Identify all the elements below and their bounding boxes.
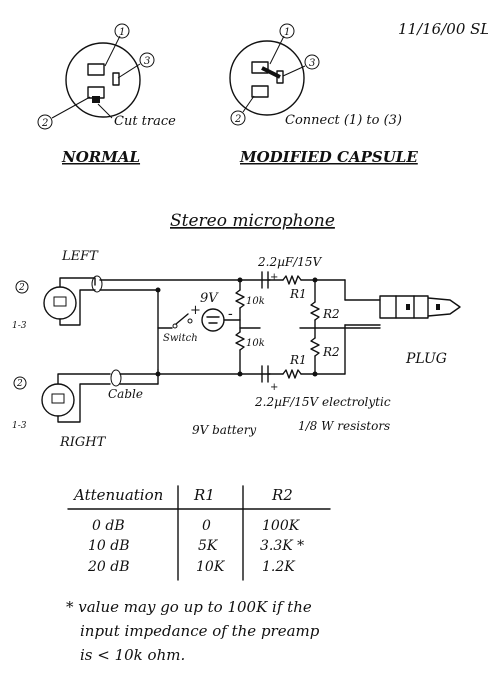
modified-pin1-label: 1	[284, 27, 290, 38]
normal-pin3-label: 3	[144, 56, 150, 67]
cable-label: Cable	[108, 387, 143, 401]
modified-capsule-pad-2	[251, 85, 269, 98]
table-cell-r2-c2: 1.2K	[262, 559, 296, 575]
footnote-line-3: is < 10k ohm.	[80, 646, 185, 664]
right-cable-end	[110, 369, 122, 387]
modified-pin2-label: 2	[234, 114, 241, 125]
cap-bottom-label: 2.2µF/15V electrolytic	[254, 395, 391, 409]
table-cell-r0-c2: 100K	[262, 518, 301, 534]
plug-label: PLUG	[405, 351, 447, 367]
resistor-10k-bottom	[235, 331, 245, 351]
normal-pin1-label: 1	[119, 27, 125, 38]
resistor-note: 1/8 W resistors	[298, 419, 390, 433]
normal-pin1-marker	[114, 23, 130, 39]
resistor-r2-bottom	[310, 337, 320, 357]
cap-top-plus: +	[270, 272, 278, 283]
right-pin2-marker	[13, 376, 27, 390]
battery-minus-label: -	[228, 306, 233, 322]
right-pin13-label: 1-3	[12, 421, 27, 431]
r2-bottom-label: R2	[322, 345, 340, 359]
normal-cut-trace-note: Cut trace	[114, 114, 176, 129]
table-cell-r0-c0: 0 dB	[92, 518, 125, 534]
r1-top-label: R1	[289, 287, 307, 301]
modified-caption: MODIFIED CAPSULE	[239, 148, 418, 166]
left-channel-label: LEFT	[61, 249, 99, 264]
footnote-line-2: input impedance of the preamp	[80, 622, 320, 640]
modified-capsule-pad-1	[251, 61, 269, 74]
table-header-r2: R2	[271, 486, 293, 504]
battery-symbol	[201, 308, 225, 332]
normal-capsule-pad-3	[112, 72, 120, 86]
table-cell-r2-c1: 10K	[196, 559, 226, 575]
modified-capsule-body	[229, 40, 305, 116]
normal-capsule-diagram: 1 3 2 Cut trace NORMAL	[37, 23, 176, 166]
schematic-title: Stereo microphone	[170, 211, 335, 231]
battery-note: 9V battery	[192, 423, 256, 437]
switch-label: Switch	[163, 333, 198, 344]
res-10k-bottom-label: 10k	[246, 338, 265, 349]
normal-pin3-marker	[139, 52, 155, 68]
right-pin2-label: 2	[16, 379, 23, 389]
normal-caption: NORMAL	[61, 148, 140, 166]
table-cell-r1-c1: 5K	[198, 538, 219, 554]
resistor-10k-top	[235, 289, 245, 309]
resistor-r1-bottom	[282, 369, 302, 379]
left-pin2-label: 2	[18, 283, 25, 293]
table-header-r1: R1	[193, 486, 215, 504]
modified-pin1-marker	[279, 23, 295, 39]
modified-pin3-label: 3	[309, 58, 315, 69]
footnote-line-1: * value may go up to 100K if the	[66, 598, 312, 616]
modified-pin3-marker	[304, 54, 320, 70]
resistor-r2-top	[310, 301, 320, 321]
power-switch	[175, 313, 189, 325]
right-capsule-symbol	[41, 383, 75, 417]
left-capsule-symbol	[43, 286, 77, 320]
left-pin13-label: 1-3	[12, 321, 27, 331]
cap-top-label: 2.2µF/15V	[257, 255, 323, 269]
normal-pin2-marker	[37, 114, 53, 130]
normal-capsule-body	[65, 42, 141, 118]
date-label: 11/16/00 SL	[398, 20, 488, 38]
attenuation-table: Attenuation R1 R2 0 dB 0 100K 10 dB 5K 3…	[67, 485, 331, 581]
battery-value-label: 9V	[200, 291, 219, 306]
modified-connect-note: Connect (1) to (3)	[285, 113, 402, 128]
footnote: * value may go up to 100K if the input i…	[66, 598, 320, 664]
stereo-plug-body	[379, 295, 429, 319]
left-pin2-marker	[15, 280, 29, 294]
modified-capsule-diagram: 1 3 2 Connect (1) to (3) MODIFIED CAPSUL…	[229, 23, 418, 166]
left-cable-end	[91, 275, 103, 293]
right-channel-label: RIGHT	[59, 435, 107, 450]
r2-top-label: R2	[322, 307, 340, 321]
cap-bottom-plus: +	[270, 382, 278, 393]
table-header-attenuation: Attenuation	[72, 486, 163, 504]
table-cell-r1-c0: 10 dB	[88, 538, 130, 554]
stereo-schematic: LEFT RIGHT 2 1-3 2 1-3 Cable	[12, 249, 461, 450]
normal-capsule-pad-1	[87, 63, 105, 76]
battery-plus-label: +	[190, 303, 201, 318]
normal-pin2-label: 2	[41, 118, 48, 129]
modified-capsule-jumper	[261, 66, 281, 79]
modified-pin2-marker	[230, 110, 246, 126]
normal-capsule-trace	[92, 96, 100, 103]
res-10k-top-label: 10k	[246, 296, 265, 307]
table-cell-r1-c2: 3.3K *	[260, 538, 304, 554]
table-cell-r0-c1: 0	[202, 518, 211, 534]
r1-bottom-label: R1	[289, 353, 307, 367]
resistor-r1-top	[282, 275, 302, 285]
table-cell-r2-c0: 20 dB	[87, 559, 130, 575]
